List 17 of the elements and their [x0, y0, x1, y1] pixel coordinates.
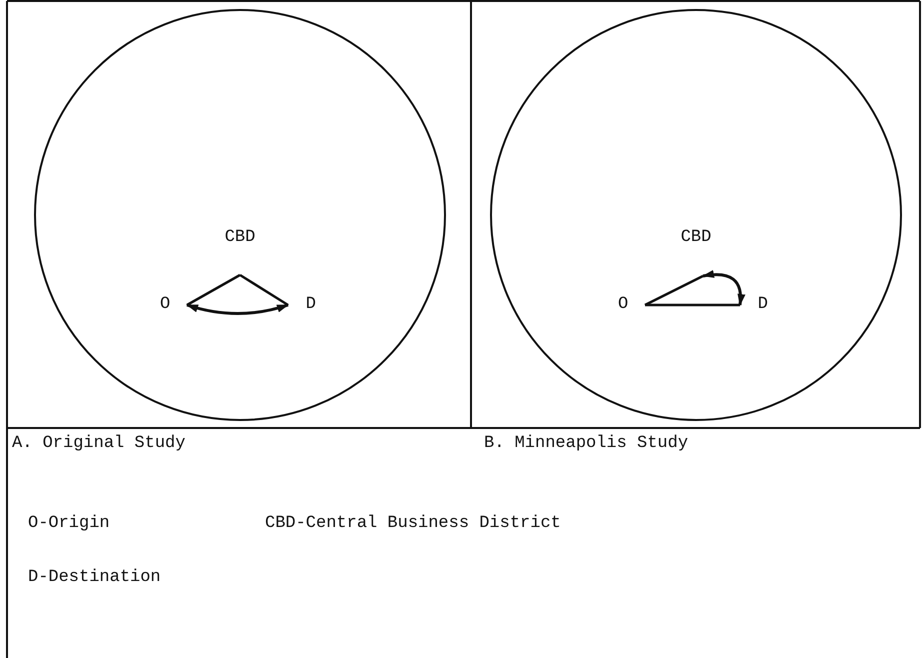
point-label: O: [160, 295, 172, 315]
line: [186, 274, 241, 306]
point-label: D: [756, 295, 768, 315]
line: [645, 304, 740, 306]
point-label: CBD: [680, 228, 712, 248]
panel-caption: A. Original Study: [12, 434, 186, 453]
panel-caption: B. Minneapolis Study: [484, 434, 688, 453]
line: [644, 274, 704, 306]
curved-arrow: [186, 304, 289, 315]
line: [239, 274, 289, 306]
point-label: CBD: [224, 228, 256, 248]
point-label: O: [618, 295, 630, 315]
curved-arrow: [702, 270, 745, 306]
key-entry: O-Origin: [28, 514, 110, 533]
key-entry: CBD-Central Business District: [265, 514, 561, 533]
point-label: D: [304, 295, 316, 315]
key-entry: D-Destination: [28, 568, 161, 587]
